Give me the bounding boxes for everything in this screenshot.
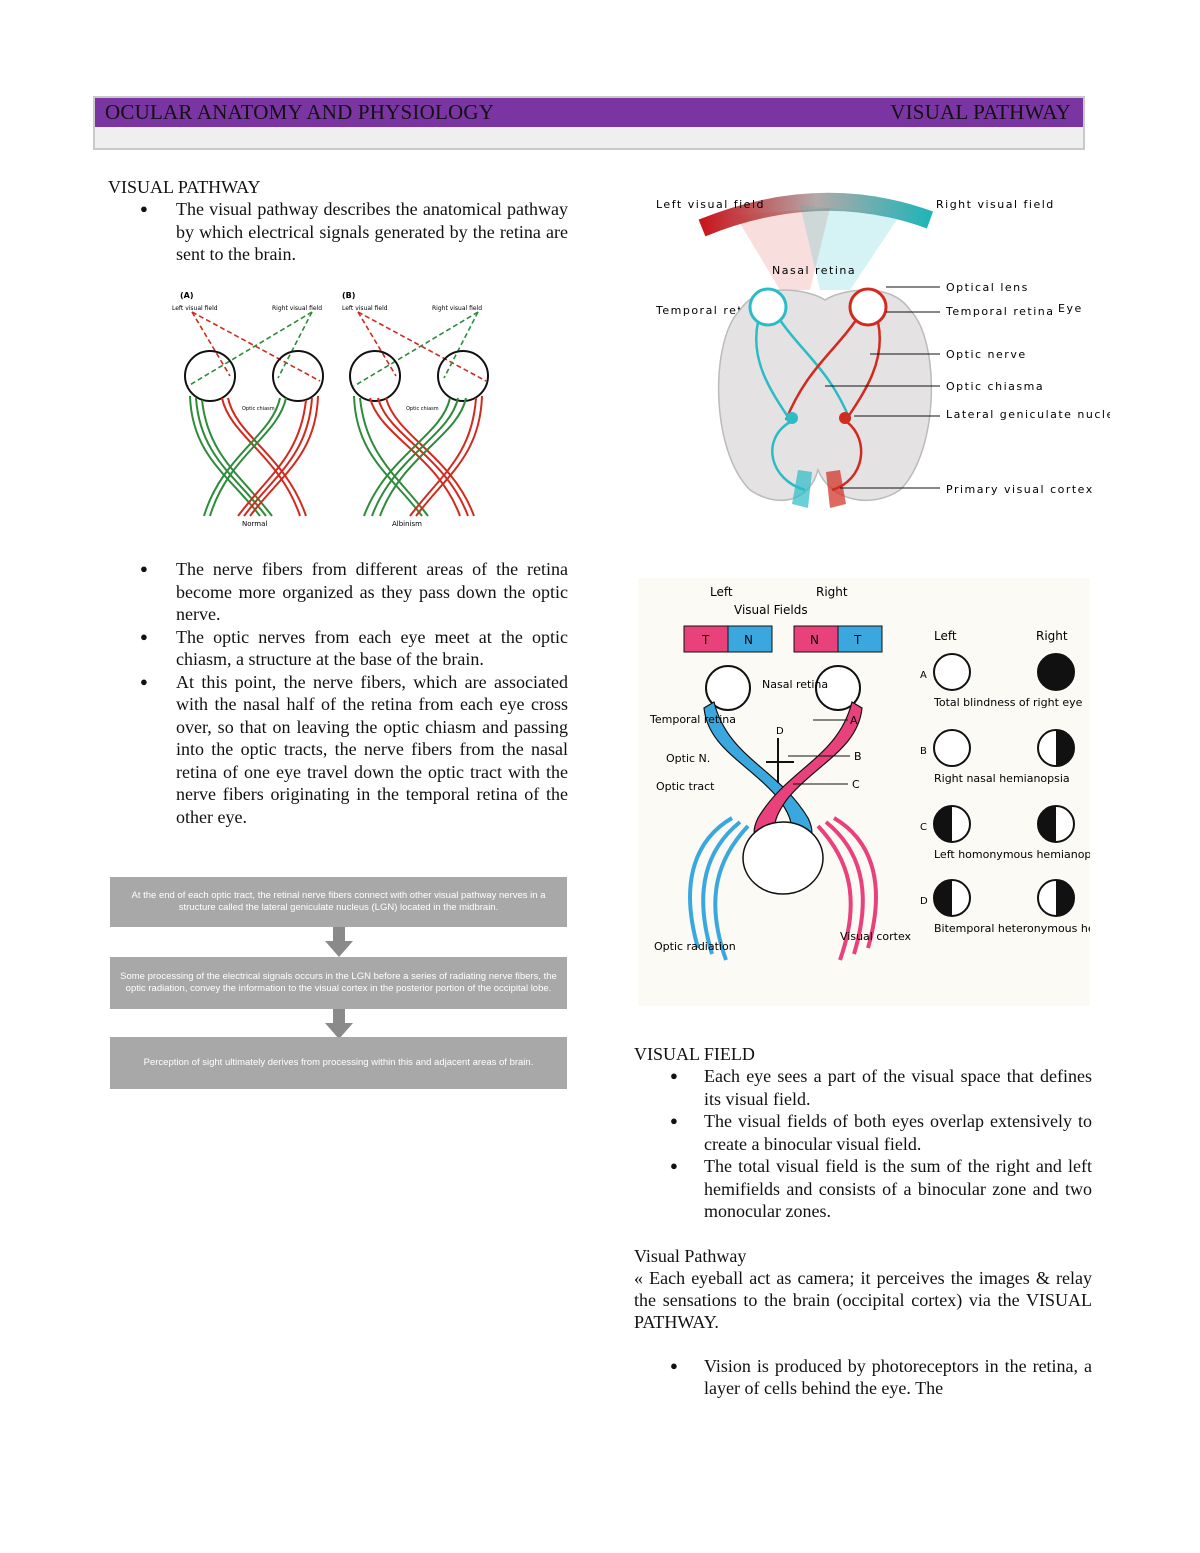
down-arrow-icon [324,927,354,957]
right-column: VISUAL FIELD Each eye sees a part of the… [634,1043,1092,1400]
deficit-c-text: Left homonymous hemianopsia [934,848,1090,861]
left-field-label-b: Left visual field [342,305,388,312]
deficit-d-text: Bitemporal heteronymous hemianopsic [934,922,1090,935]
panel-a-diagram: Optic chiasm Normal [185,312,323,528]
label-a-pointer: A [850,714,858,727]
row-c-letter: C [920,822,927,833]
n-right: N [810,633,819,647]
col-right-label: Right [1036,629,1068,643]
chiasm-label-a: Optic chiasm [242,406,275,412]
lgn-label: Lateral geniculate nucleus (LGN) [946,408,1110,421]
optic-radiation-label: Optic radiation [654,940,736,953]
left-label: Left [710,585,733,599]
nasal-retina-label: Nasal retina [762,678,828,691]
figure-brain-pathway: Left visual field Right visual field Nas… [640,190,1110,525]
header-left-title: OCULAR ANATOMY AND PHYSIOLOGY [105,100,494,125]
bullet-item: Each eye sees a part of the visual space… [670,1065,1092,1110]
down-arrow-icon [324,1009,354,1039]
col-left-label: Left [934,629,957,643]
label-c-pointer: C [852,778,860,791]
visual-field-bullets: Each eye sees a part of the visual space… [670,1065,1092,1223]
pathway-bullets: Vision is produced by photoreceptors in … [670,1355,1092,1400]
temporal-retina-label: Temporal retina [649,713,736,726]
deficit-b-text: Right nasal hemianopsia [934,772,1070,785]
left-column: VISUAL PATHWAY The visual pathway descri… [108,176,568,266]
row-d-letter: D [920,896,928,907]
header-right-title: VISUAL PATHWAY [890,100,1071,125]
label-b-pointer: B [854,750,862,763]
flowchart: At the end of each optic tract, the reti… [110,877,567,1089]
optic-n-label: Optic N. [666,752,710,765]
eye-label: Eye [1058,302,1083,315]
bullet-item: The visual fields of both eyes overlap e… [670,1110,1092,1155]
section-title-pathway: Visual Pathway [634,1245,1092,1267]
optical-lens-label: Optical lens [946,281,1029,294]
row-b-letter: B [920,746,927,757]
right-label: Right [816,585,848,599]
visual-fields-label: Visual Fields [734,603,808,617]
flow-step-2: Some processing of the electrical signal… [110,957,567,1009]
optic-tract-label: Optic tract [656,780,715,793]
optic-nerve-label: Optic nerve [946,348,1027,361]
chiasm-label-b: Optic chiasm [406,406,439,412]
flow-step-3: Perception of sight ultimately derives f… [110,1037,567,1089]
left-column-lower: The nerve fibers from different areas of… [108,558,568,828]
bullet-item: At this point, the nerve fibers, which a… [140,671,568,829]
panel-a-label: (A) [180,291,194,300]
optic-chiasma-label: Optic chiasma [946,380,1044,393]
right-field-label-a: Right visual field [272,305,322,312]
visual-cortex-label: Visual cortex [840,930,912,943]
bullet-item: The optic nerves from each eye meet at t… [140,626,568,671]
bullet-list-bottom: The nerve fibers from different areas of… [140,558,568,828]
label-d-pointer: D [776,726,784,737]
section-title-visual-field: VISUAL FIELD [634,1043,1092,1065]
section-title-visual-pathway: VISUAL PATHWAY [108,176,568,198]
left-field-label: Left visual field [656,198,765,211]
right-eye [850,289,886,325]
flow-step-1: At the end of each optic tract, the reti… [110,877,567,927]
bullet-list-top: The visual pathway describes the anatomi… [140,198,568,266]
caption-albinism: Albinism [392,520,422,528]
pathway-paragraph: « Each eyeball act as camera; it perceiv… [634,1267,1092,1333]
caption-normal: Normal [242,520,267,528]
right-field-label: Right visual field [936,198,1055,211]
figure-visual-field-deficits: Left Right Visual Fields T N N T Nasal r… [638,578,1090,1006]
page-header: OCULAR ANATOMY AND PHYSIOLOGY VISUAL PAT… [93,96,1085,150]
n-left: N [744,633,753,647]
cortex-label: Primary visual cortex [946,483,1094,496]
panel-b-diagram: Optic chiasm Albinism [350,312,488,528]
deficit-a-text: Total blindness of right eye [933,696,1083,709]
nasal-retina-label: Nasal retina [772,264,856,277]
figure-albinism-crossing: (A) (B) Left visual field Right visual f… [170,286,500,534]
left-field-label-a: Left visual field [172,305,218,312]
temporal-retina-right-label: Temporal retina [945,305,1055,318]
row-a-letter: A [920,670,927,681]
bullet-item: The nerve fibers from different areas of… [140,558,568,626]
right-field-label-b: Right visual field [432,305,482,312]
bullet-item: The visual pathway describes the anatomi… [140,198,568,266]
bullet-item: The total visual field is the sum of the… [670,1155,1092,1223]
header-bar: OCULAR ANATOMY AND PHYSIOLOGY VISUAL PAT… [95,98,1083,127]
left-eye [750,289,786,325]
t-left: T [701,633,710,647]
t-right: T [853,633,862,647]
panel-b-label: (B) [342,291,355,300]
brain-outline [719,290,932,500]
bullet-item: Vision is produced by photoreceptors in … [670,1355,1092,1400]
